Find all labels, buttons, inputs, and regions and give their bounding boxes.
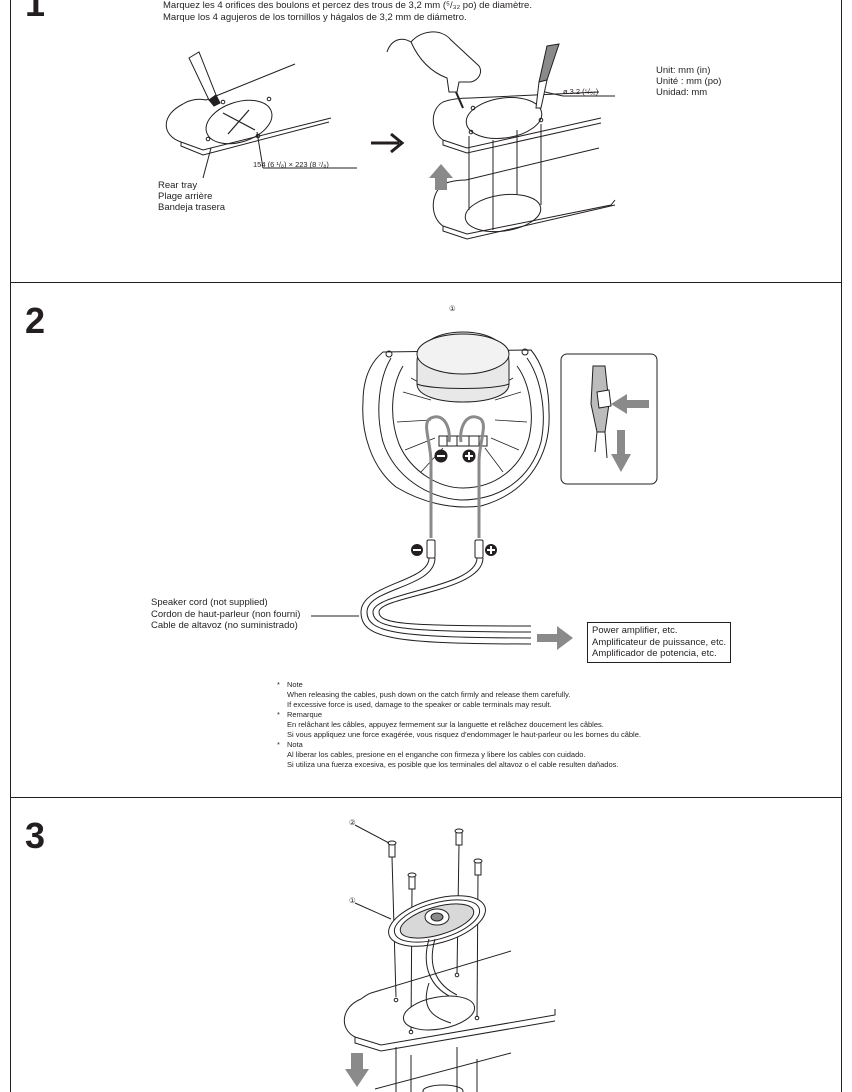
callout-2: ② xyxy=(349,818,356,827)
callout-1: ① xyxy=(349,896,356,905)
step-number: 1 xyxy=(25,0,46,24)
amplifier-label-en: Power amplifier, etc. xyxy=(592,625,678,636)
note-line: Si utiliza una fuerza excesiva, es posib… xyxy=(287,760,619,769)
note-line: Si vous appliquez une force exagérée, vo… xyxy=(287,730,641,739)
note-heading: Note xyxy=(287,680,303,689)
speaker-cord-label-fr: Cordon de haut-parleur (non fourni) xyxy=(151,609,301,620)
amplifier-label-es: Amplificador de potencia, etc. xyxy=(592,648,717,659)
hole-diameter-label: ø 3.2 (⁵/₃₂) xyxy=(563,87,599,96)
amplifier-label-fr: Amplificateur de puissance, etc. xyxy=(592,636,727,648)
step-2-panel: 2 xyxy=(10,282,842,798)
rear-tray-drilling-illustration xyxy=(165,31,616,240)
cutout-dimension-label: 154 (6 ¹/₈) × 223 (8 ⁷/₈) xyxy=(253,160,329,169)
speaker-cord-label-en: Speaker cord (not supplied) xyxy=(151,597,268,608)
rear-tray-label-en: Rear tray xyxy=(158,180,198,191)
step-3-panel: 3 xyxy=(10,797,842,1092)
speaker-wiring-illustration xyxy=(311,331,658,650)
note-line: If excessive force is used, damage to th… xyxy=(287,700,552,709)
instruction-es: Marque los 4 agujeros de los tornillos y… xyxy=(163,12,467,23)
speaker-mounting-illustration xyxy=(344,824,556,1092)
note-marker: * xyxy=(277,710,280,719)
note-marker: * xyxy=(277,680,280,689)
note-heading: Nota xyxy=(287,740,303,749)
step-number: 2 xyxy=(25,300,46,341)
step-number: 3 xyxy=(25,815,46,856)
note-marker: * xyxy=(277,740,280,749)
callout-1: ① xyxy=(449,304,456,313)
note-heading: Remarque xyxy=(287,710,323,719)
note-line: When releasing the cables, push down on … xyxy=(287,690,571,699)
rear-tray-label-es: Bandeja trasera xyxy=(158,202,226,213)
note-line: Al liberar los cables, presione en el en… xyxy=(287,750,586,759)
amplifier-label-box: Power amplifier, etc. Amplificateur de p… xyxy=(587,622,732,663)
instruction-fr: Marquez les 4 orifices des boulons et pe… xyxy=(163,0,532,11)
speaker-cord-label-es: Cable de altavoz (no suministrado) xyxy=(151,620,298,631)
unit-label-fr: Unité : mm (po) xyxy=(656,76,722,87)
rear-tray-label-fr: Plage arrière xyxy=(158,191,213,202)
note-line: En relâchant les câbles, appuyez fermeme… xyxy=(287,720,604,729)
unit-label-es: Unidad: mm xyxy=(656,87,708,98)
unit-label-en: Unit: mm (in) xyxy=(656,65,711,76)
step-1-panel: 1 Marquez les 4 orifices des boulons et … xyxy=(10,0,842,283)
